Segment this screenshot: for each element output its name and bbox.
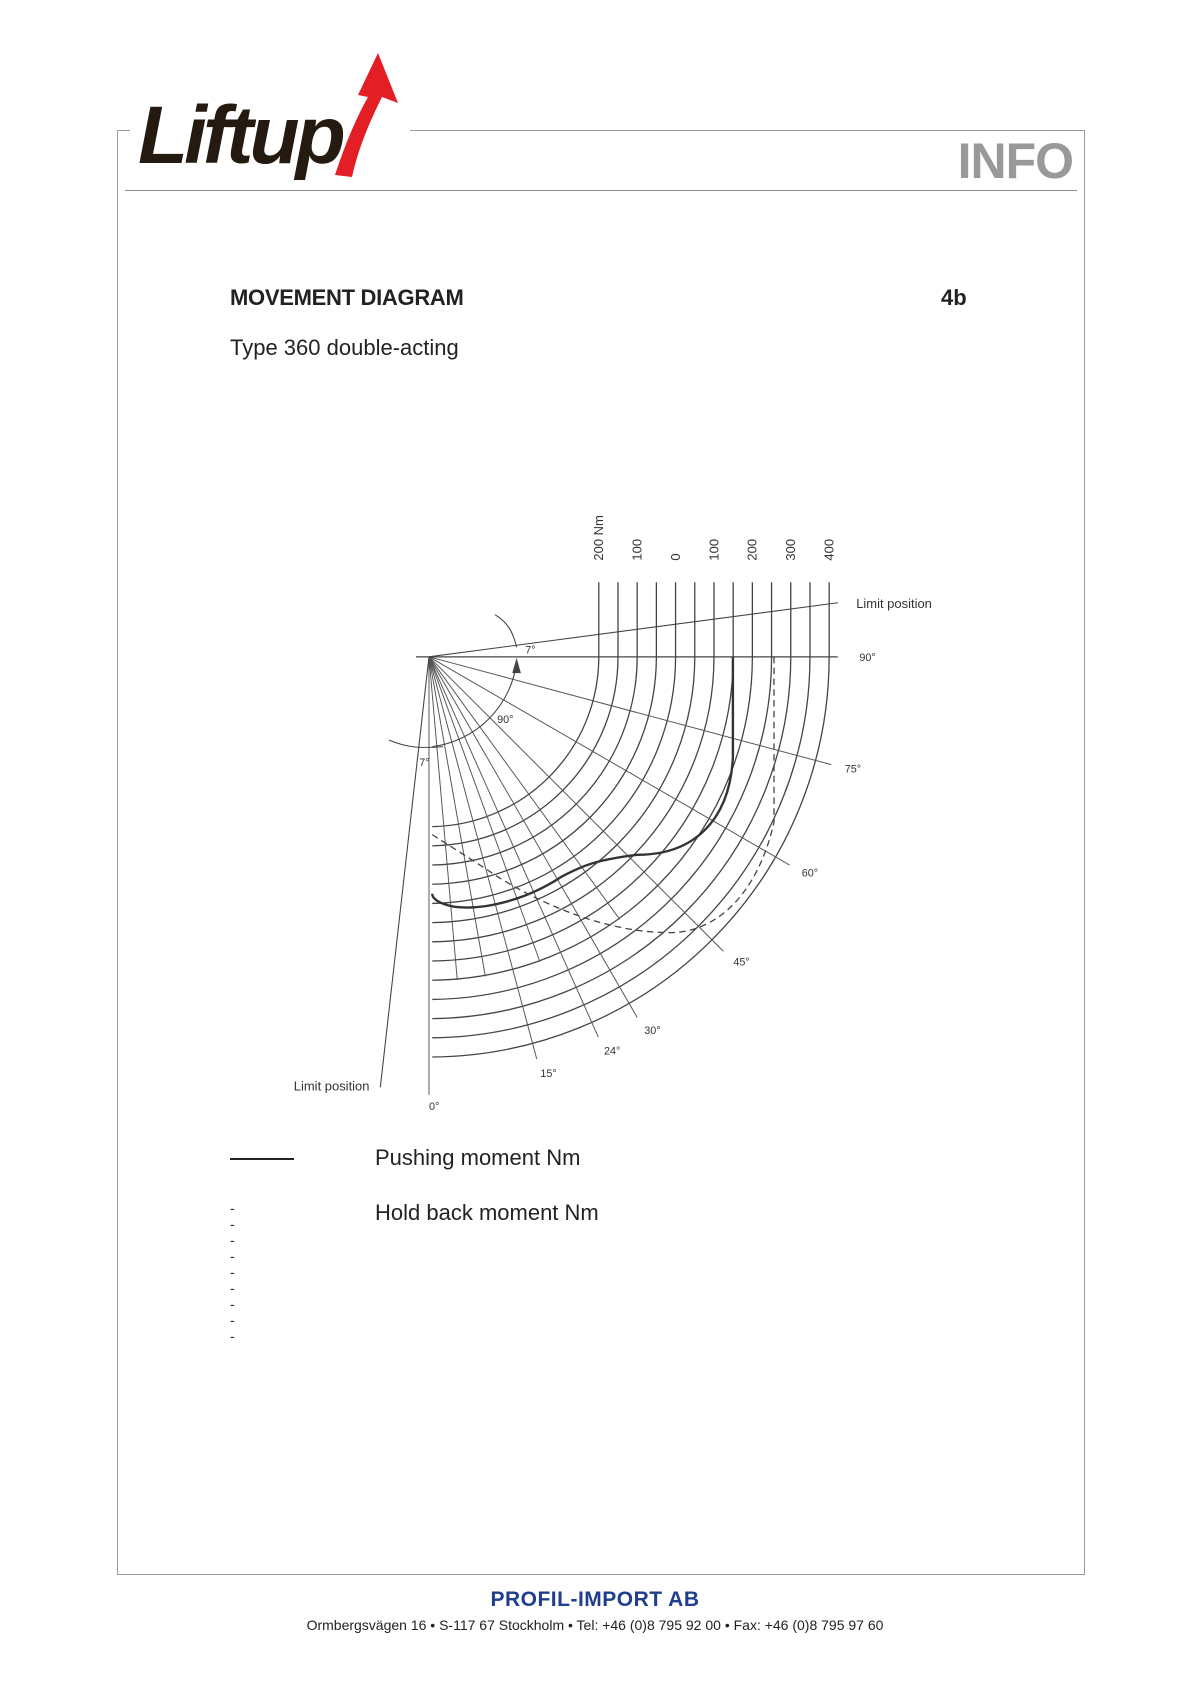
torque-tick-label: 400 — [821, 539, 836, 561]
angle-tick-label: 90° — [859, 652, 875, 664]
liftup-logo: Liftup — [130, 45, 410, 185]
angle-ray — [428, 656, 541, 962]
limit-label-upper: Limit position — [856, 596, 932, 611]
angle-tick-label: 45° — [733, 957, 749, 969]
angle-tick-label: 75° — [845, 764, 861, 776]
offset-label-lower: 7° — [419, 757, 429, 769]
angle-ray — [428, 656, 832, 766]
torque-grid-line — [432, 582, 715, 943]
torque-grid-line — [432, 582, 638, 866]
page-title: MOVEMENT DIAGRAM — [230, 285, 464, 310]
page-code: 4b — [941, 285, 967, 310]
legend-solid-label: Pushing moment Nm — [375, 1145, 581, 1170]
angle-tick-label: 15° — [540, 1068, 556, 1080]
hold-back-moment-curve — [429, 656, 775, 934]
page-frame — [117, 130, 1085, 1575]
angle-ray — [428, 656, 538, 1060]
torque-grid-line — [432, 582, 619, 847]
torque-grid-line — [432, 582, 754, 981]
angle-ray — [428, 656, 458, 981]
angle-ray — [428, 656, 724, 952]
angle-tick-label: 30° — [644, 1025, 660, 1037]
torque-grid-line — [432, 582, 734, 962]
torque-grid-line — [432, 582, 658, 885]
solid-line-marker — [230, 1158, 294, 1160]
dashed-line-marker: --------- — [230, 1200, 235, 1344]
rotation-arrow-icon — [512, 657, 521, 674]
torque-tick-label: 100 — [706, 539, 721, 561]
page-subtitle: Type 360 double-acting — [230, 335, 459, 360]
torque-grid-line — [432, 582, 600, 828]
torque-grid-line — [432, 582, 830, 1058]
limit-label-lower: Limit position — [294, 1079, 370, 1094]
angle-ray — [428, 656, 621, 920]
torque-tick-label: 300 — [783, 539, 798, 561]
movement-diagram: 200 Nm 100 0 100 200 300 400 0° 15° 24° 30° 45° 60°… — [294, 515, 932, 1113]
offset-label-upper: 7° — [525, 645, 535, 657]
angle-tick-label: 0° — [429, 1101, 439, 1113]
torque-grid-line — [432, 582, 696, 924]
torque-grid-line — [432, 582, 811, 1039]
angle-tick-label: 24° — [604, 1045, 620, 1057]
torque-grid-line — [432, 582, 773, 1001]
section-label: INFO — [957, 133, 1074, 189]
torque-tick-label: 0 — [668, 553, 683, 560]
limit-line-upper — [428, 602, 838, 658]
footer-address: Ormbergsvägen 16 • S-117 67 Stockholm • … — [306, 1617, 884, 1633]
rotation-arc — [432, 662, 518, 748]
torque-tick-label: 100 — [630, 539, 645, 561]
rotation-label: 90° — [497, 714, 513, 726]
angle-tick-label: 60° — [802, 867, 818, 879]
angle-ray — [428, 656, 638, 1018]
angle-ray — [428, 656, 790, 866]
torque-grid-line — [432, 582, 677, 905]
svg-text:Liftup: Liftup — [138, 90, 344, 181]
legend-dashed-label: Hold back moment Nm — [375, 1200, 599, 1225]
angle-ray — [428, 656, 486, 977]
torque-tick-label: 200 — [745, 539, 760, 561]
pushing-moment-curve — [431, 656, 735, 909]
torque-tick-label: 200 Nm — [591, 515, 606, 560]
limit-line-lower — [379, 656, 430, 1088]
angle-marker-lower — [388, 739, 444, 748]
angle-ray — [428, 656, 599, 1038]
angle-marker-upper — [494, 614, 518, 648]
torque-grid-line — [432, 582, 792, 1020]
footer-company: PROFIL-IMPORT AB — [490, 1588, 700, 1611]
header-divider — [125, 190, 1077, 191]
